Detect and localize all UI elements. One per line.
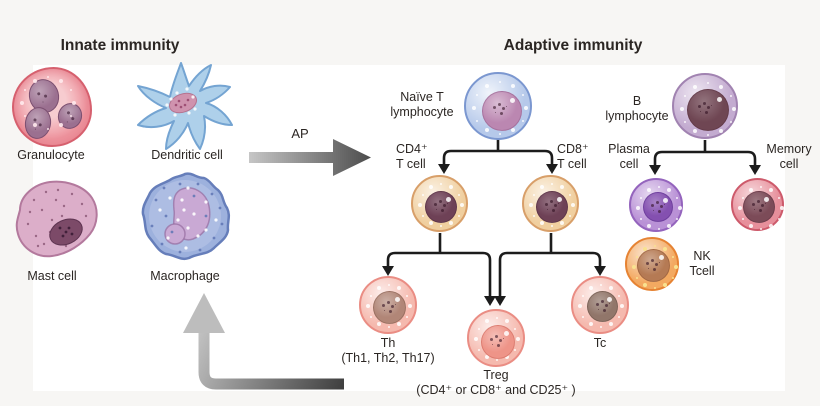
label-line: cell xyxy=(779,156,799,171)
label-line: T cell xyxy=(396,156,426,171)
cell-nucleus xyxy=(587,291,618,322)
cell-nucleus xyxy=(743,191,775,223)
cell-speckles xyxy=(413,177,417,181)
nk-t-cell-label: NK Tcell xyxy=(680,249,724,279)
innate-immunity-title: Innate immunity xyxy=(60,37,180,54)
nucleus-speckles xyxy=(751,203,755,207)
cd8-branch-connector xyxy=(494,233,606,306)
tc-cell-label: Tc xyxy=(593,336,607,350)
nucleus-speckles xyxy=(490,338,494,342)
cell-speckles xyxy=(573,278,577,282)
dendritic-cell-illustration xyxy=(137,62,233,150)
macrophage-label: Macrophage xyxy=(150,269,220,283)
cell-nucleus xyxy=(536,191,568,223)
macrophage-cell-illustration xyxy=(141,172,231,261)
cell-nucleus xyxy=(373,291,406,324)
dendritic-cell-label: Dendritic cell xyxy=(151,148,223,162)
cd4-branch-connector xyxy=(382,233,496,306)
cell-speckles xyxy=(627,239,631,243)
mast-nucleus-speckles xyxy=(58,226,74,238)
mast-cell-label: Mast cell xyxy=(27,269,77,283)
cd8-t-cell-label: CD8⁺ T cell xyxy=(557,142,603,172)
th-cell-label: Th (Th1, Th2, Th17) xyxy=(328,336,448,366)
cd4-t-cell-illustration xyxy=(411,175,468,232)
cell-nucleus xyxy=(637,249,670,282)
label-line: Plasma xyxy=(608,142,650,156)
label-line: Memory xyxy=(766,142,812,156)
naive-t-lymphocyte-label: Naïve T lymphocyte xyxy=(383,90,461,120)
cell-speckles xyxy=(361,278,365,282)
granulocyte-cell-illustration xyxy=(12,67,92,147)
label-line: T cell xyxy=(557,156,587,171)
label-line: Naïve T xyxy=(400,90,444,104)
ap-arrow xyxy=(249,139,371,176)
nucleus-speckles xyxy=(544,203,548,207)
label-line: Tcell xyxy=(689,263,715,278)
b-lymphocyte-cell-illustration xyxy=(672,73,738,139)
cell-speckles xyxy=(733,180,737,184)
cell-speckles xyxy=(158,186,218,250)
cell-nucleus xyxy=(687,89,729,131)
label-line: lymphocyte xyxy=(605,108,669,123)
cell-nucleus xyxy=(643,192,673,222)
nucleus-speckles xyxy=(492,106,496,110)
th-cell-illustration xyxy=(359,276,417,334)
label-line: NK xyxy=(693,249,711,263)
cd8-t-cell-illustration xyxy=(522,175,579,232)
b-cell-branch-connector xyxy=(649,140,761,175)
nk-t-cell-illustration xyxy=(625,237,679,291)
cell-speckles xyxy=(524,177,528,181)
cell-speckles xyxy=(469,311,473,315)
mast-cell-illustration xyxy=(15,180,98,258)
nucleus-speckles xyxy=(651,203,655,207)
label-line: B xyxy=(632,94,642,108)
label-line: Treg xyxy=(483,368,509,382)
plasma-cell-illustration xyxy=(629,178,683,232)
treg-cell-label: Treg (CD4⁺ or CD8⁺ and CD25⁺ ) xyxy=(394,368,598,398)
cd4-t-cell-label: CD4⁺ T cell xyxy=(396,142,442,172)
nucleus-speckles xyxy=(433,203,437,207)
cell-nucleus xyxy=(482,91,522,131)
b-lymphocyte-label: B lymphocyte xyxy=(601,94,673,124)
label-line: CD4⁺ xyxy=(396,142,428,156)
cell-speckles xyxy=(674,75,678,79)
label-line: Th xyxy=(380,336,396,350)
cell-speckles xyxy=(165,87,197,117)
memory-cell-label: Memory cell xyxy=(759,142,819,172)
label-line: CD8⁺ xyxy=(557,142,589,156)
nucleus-speckles xyxy=(382,303,386,307)
return-arrow xyxy=(183,293,344,390)
cell-speckles xyxy=(14,69,18,73)
treg-cell-illustration xyxy=(467,309,525,367)
cell-nucleus xyxy=(481,325,515,359)
tc-cell-illustration xyxy=(571,276,629,334)
dendritic-nucleus-speckles xyxy=(174,98,190,109)
memory-cell-illustration xyxy=(731,178,784,231)
label-line: (CD4⁺ or CD8⁺ and CD25⁺ ) xyxy=(416,382,576,397)
label-line: (Th1, Th2, Th17) xyxy=(341,350,435,365)
nucleus-speckles xyxy=(595,303,599,307)
macrophage-blue-speckles xyxy=(150,182,224,254)
cell-nucleus xyxy=(425,191,457,223)
cell-speckles xyxy=(631,180,635,184)
granulocyte-label: Granulocyte xyxy=(17,148,85,162)
label-line: lymphocyte xyxy=(390,104,454,119)
adaptive-immunity-title: Adaptive immunity xyxy=(503,37,643,54)
nucleus-speckles xyxy=(698,105,702,109)
naive-t-lymphocyte-cell-illustration xyxy=(464,72,532,140)
cell-speckles xyxy=(466,74,470,78)
granulocyte-nucleus-lobe xyxy=(54,99,86,133)
nucleus-speckles xyxy=(646,261,650,265)
naive-t-branch-connector xyxy=(438,139,558,174)
plasma-cell-label: Plasma cell xyxy=(601,142,657,172)
ap-arrow-label: AP xyxy=(291,126,309,141)
label-line: cell xyxy=(619,156,639,171)
